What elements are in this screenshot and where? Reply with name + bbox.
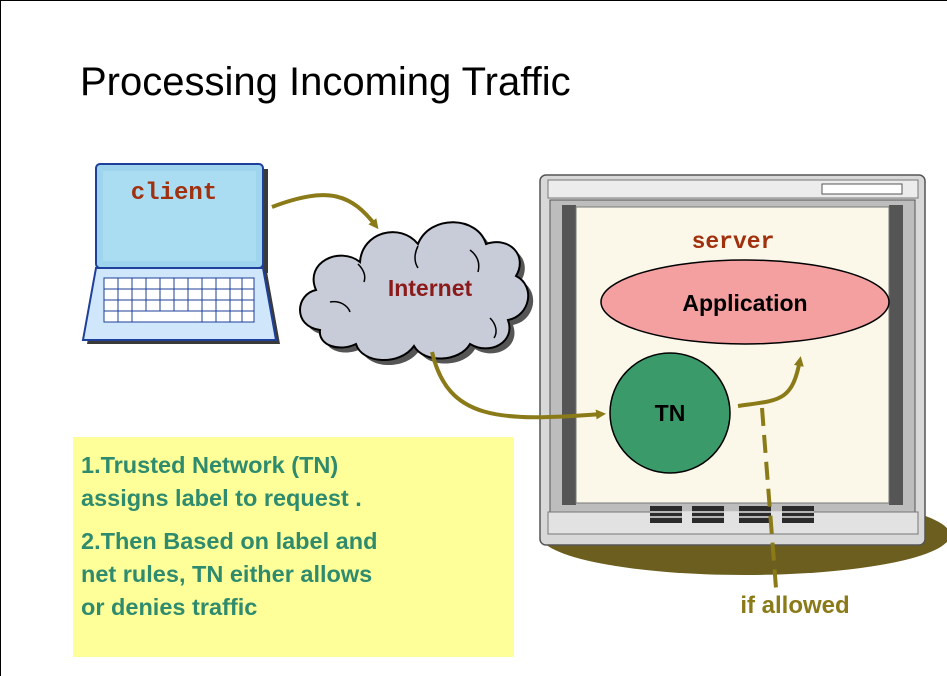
internet-label: Internet <box>388 275 473 301</box>
note-step-1: 1.Trusted Network (TN) assigns label to … <box>81 452 362 511</box>
client-label: client <box>131 180 217 207</box>
server-vents <box>650 506 814 523</box>
notes-box: 1.Trusted Network (TN) assigns label to … <box>73 437 514 657</box>
if-allowed-label: if allowed <box>740 592 849 619</box>
tn-label: TN <box>655 400 686 426</box>
tn-to-application-arrow <box>737 356 804 408</box>
note-step-2: 2.Then Based on label and net rules, TN … <box>81 528 378 620</box>
application-label: Application <box>682 290 807 316</box>
slide-title: Processing Incoming Traffic <box>80 60 571 104</box>
server-label: server <box>692 229 775 255</box>
if-allowed-leader-line <box>760 407 778 589</box>
internet-to-tn-arrow <box>430 351 606 420</box>
laptop-keyboard <box>103 277 255 323</box>
application-node <box>600 259 890 345</box>
laptop-icon <box>81 163 280 344</box>
client-to-internet-arrow <box>271 193 379 230</box>
cloud-icon <box>299 221 534 366</box>
tn-node <box>609 352 731 474</box>
